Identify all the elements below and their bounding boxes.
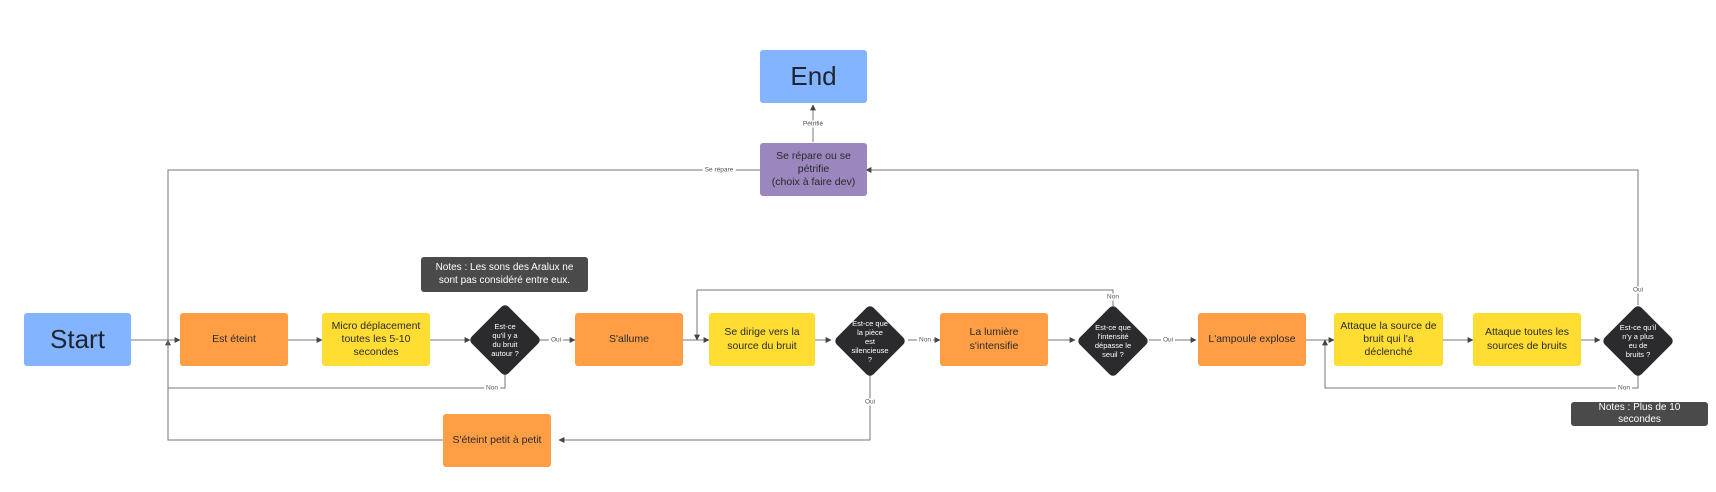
label-non-seuil: Non: [1105, 293, 1121, 301]
decision-plus-bruit: Est-ce qu'il n'y a plus eu de bruits ?: [1601, 304, 1675, 378]
label-oui-bruit: Oui: [548, 336, 564, 344]
node-attaque-toutes: Attaque toutes les sources de bruits: [1473, 313, 1581, 366]
label-petrifie: Pétrifié: [800, 120, 826, 128]
node-se-dirige: Se dirige vers la source du bruit: [709, 313, 815, 366]
decision-silence: Est-ce que la pièce est silencieuse ?: [833, 304, 907, 378]
note-plus-10-secondes: Notes : Plus de 10 secondes: [1571, 402, 1708, 426]
label-se-repare: Se répare: [702, 166, 736, 174]
edge-repare-back: [167, 169, 760, 340]
label-oui-plus: Oui: [1630, 286, 1646, 294]
node-lumiere-intensifie: La lumière s'intensifie: [940, 313, 1048, 366]
edge-eteint-petit-back: [167, 340, 443, 441]
node-sallume: S'allume: [575, 313, 683, 366]
label-non-silence: Non: [917, 336, 933, 344]
label-oui-seuil: Oui: [1160, 336, 1176, 344]
edge-oui-silence-eteint: [558, 375, 871, 443]
label-non-plus: Non: [1616, 384, 1632, 392]
node-est-eteint: Est éteint: [180, 313, 288, 366]
node-micro-deplacement: Micro déplacement toutes les 5-10 second…: [322, 313, 430, 366]
node-repare-petrifie: Se répare ou se pétrifie (choix à faire …: [760, 143, 867, 196]
decision-seuil: Est-ce que l'intensité dépasse le seuil …: [1076, 304, 1150, 378]
node-ampoule-explose: L'ampoule explose: [1198, 313, 1306, 366]
note-aralux: Notes : Les sons des Aralux ne sont pas …: [421, 257, 588, 292]
start-node: Start: [24, 313, 131, 366]
label-oui-silence: Oui: [862, 398, 878, 406]
end-node: End: [760, 50, 867, 103]
node-eteint-petit-a-petit: S'éteint petit à petit: [443, 414, 551, 467]
label-non-bruit: Non: [484, 384, 500, 392]
edge-non-plus-loop: [1322, 339, 1639, 389]
node-attaque-source: Attaque la source de bruit qui l'a décle…: [1334, 313, 1443, 366]
edge-oui-plus-repare: [865, 167, 1639, 305]
decision-bruit: Est-ce qu'il y a du bruit autour ?: [468, 303, 542, 377]
